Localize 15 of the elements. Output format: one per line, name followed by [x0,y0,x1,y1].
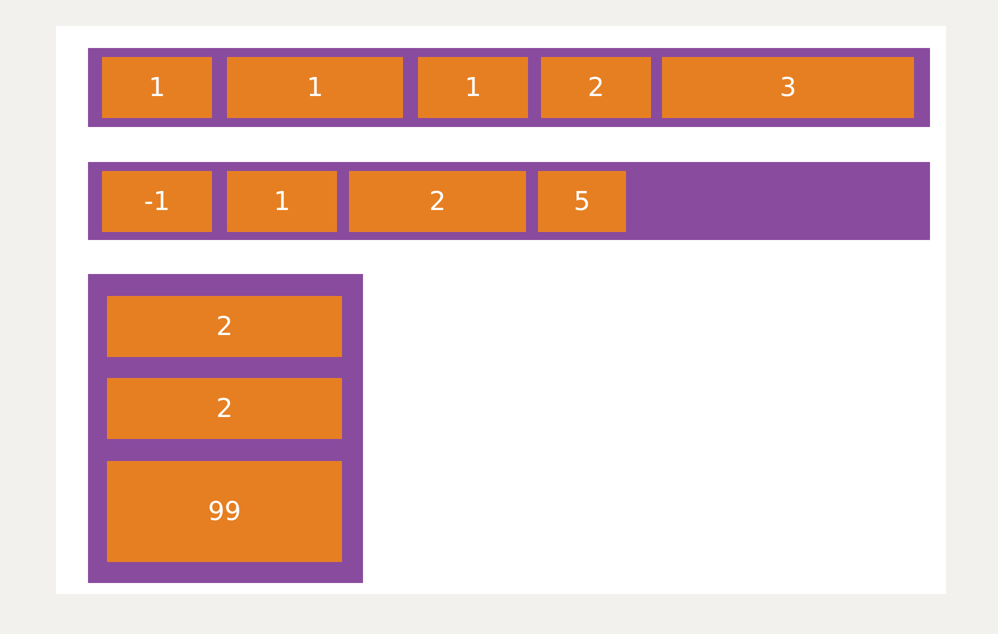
flex-item: 3 [662,57,914,118]
flex-item: 2 [541,57,651,118]
flex-item: 99 [107,461,342,562]
flex-container [88,162,930,240]
flex-item: -1 [102,171,212,232]
flex-item: 1 [227,57,403,118]
flex-item: 1 [227,171,337,232]
flex-container [88,274,363,583]
flex-container [88,48,930,127]
flex-item: 1 [102,57,212,118]
flex-item: 2 [349,171,526,232]
flex-item: 2 [107,296,342,357]
flex-item: 5 [538,171,626,232]
flex-item: 2 [107,378,342,439]
flex-item: 1 [418,57,528,118]
